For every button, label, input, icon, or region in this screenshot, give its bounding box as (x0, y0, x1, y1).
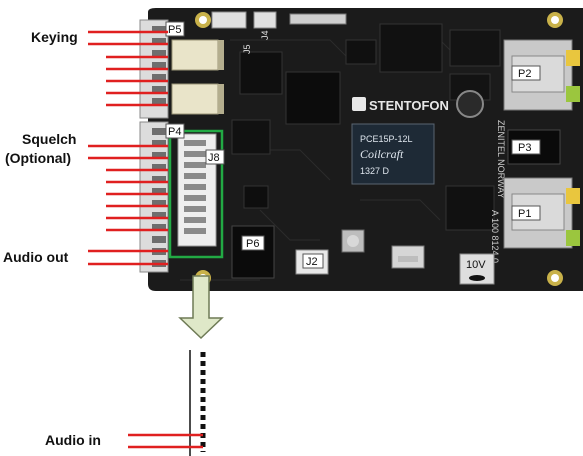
chips (231, 23, 501, 231)
label-audio-out: Audio out (3, 249, 69, 265)
relay-top (171, 39, 224, 71)
connector-p6 (231, 225, 275, 279)
svg-text:1327 D: 1327 D (360, 166, 390, 176)
connector-j8 (177, 133, 217, 247)
svg-text:Coilcraft: Coilcraft (360, 147, 404, 161)
svg-text:P5: P5 (168, 24, 181, 36)
svg-text:J2: J2 (306, 256, 318, 268)
transformer: PCE15P-12L Coilcraft 1327 D (351, 123, 435, 185)
svg-text:P1: P1 (518, 208, 531, 220)
svg-text:STENTOFON: STENTOFON (369, 98, 449, 113)
svg-text:P3: P3 (518, 142, 531, 154)
svg-text:ZENITEL NORWAY: ZENITEL NORWAY (496, 120, 506, 199)
label-audio-in: Audio in (45, 432, 101, 448)
relay-bottom (171, 83, 224, 115)
label-keying: Keying (31, 29, 78, 45)
wires-squelch (88, 144, 168, 232)
label-squelch-optional: (Optional) (5, 150, 72, 166)
brand-logo: STENTOFON (352, 97, 449, 113)
svg-text:J4: J4 (260, 30, 270, 40)
j8-highlight-box (168, 129, 224, 259)
terminal-strip-p4 (139, 121, 169, 273)
wires-audio-in (128, 433, 203, 449)
svg-text:PCE15P-12L: PCE15P-12L (360, 134, 413, 144)
push-button (341, 229, 365, 253)
audio-in-connector (189, 350, 206, 456)
svg-text:J5: J5 (242, 44, 252, 54)
svg-text:J8: J8 (208, 152, 220, 164)
voltage-mark: 10V (459, 253, 495, 285)
svg-text:P4: P4 (168, 126, 181, 138)
svg-text:10V: 10V (466, 259, 486, 271)
down-arrow (178, 275, 224, 340)
svg-text:A 100 8124.0: A 100 8124.0 (490, 210, 500, 263)
capacitor (456, 90, 484, 118)
top-headers (211, 11, 347, 29)
wires-audio-out (88, 249, 168, 266)
usb-connector (391, 245, 425, 269)
svg-text:P2: P2 (518, 68, 531, 80)
label-squelch: Squelch (22, 131, 77, 147)
wires-keying (88, 30, 168, 107)
port-label-boxes: P5 P4 J8 P6 J2 P2 P3 P1 (165, 21, 541, 269)
svg-text:P6: P6 (246, 238, 259, 250)
